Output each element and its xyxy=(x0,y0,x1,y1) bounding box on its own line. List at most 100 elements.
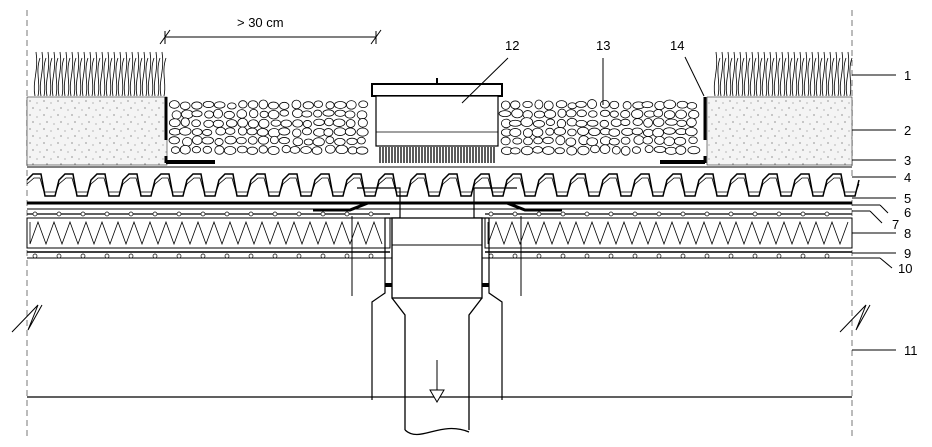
gravel-stone xyxy=(675,109,687,120)
gravel-stone xyxy=(356,136,366,145)
gravel-stone xyxy=(168,136,180,145)
fixing-rivet xyxy=(248,253,254,259)
gravel-stone xyxy=(653,145,667,153)
gravel-stone xyxy=(643,117,653,128)
fixing-rivet xyxy=(584,211,590,217)
grass-blade xyxy=(87,51,95,97)
gravel-stone xyxy=(643,128,654,137)
gravel-stone xyxy=(238,100,248,109)
gravel-stone xyxy=(532,146,543,154)
grass-blade xyxy=(75,51,83,97)
gravel-stone xyxy=(674,136,687,146)
gravel-stone xyxy=(289,146,301,154)
fixing-rivet xyxy=(104,211,110,217)
gravel-stone xyxy=(224,135,237,145)
gravel-stone xyxy=(620,118,631,126)
grass-blade xyxy=(773,51,781,97)
grass-blade xyxy=(57,51,65,97)
gravel-stone xyxy=(522,100,533,109)
gravel-stone xyxy=(687,146,701,155)
fixing-rivet xyxy=(752,253,758,259)
gravel-stone xyxy=(225,119,238,128)
callout-2: 2 xyxy=(904,123,911,138)
gravel-stone xyxy=(686,117,697,128)
gravel-stone xyxy=(665,118,678,126)
fixing-rivet xyxy=(512,253,518,259)
dimension-line xyxy=(159,29,382,45)
gravel-stone xyxy=(267,146,280,155)
gravel-stone xyxy=(246,127,258,136)
gravel-stone xyxy=(237,117,248,128)
grass-blade xyxy=(129,51,137,97)
gravel-stone xyxy=(652,117,665,128)
gravel-stone xyxy=(179,144,191,155)
fixing-rivet xyxy=(632,253,638,259)
gravel-stone xyxy=(509,128,522,137)
gravel-stone xyxy=(663,110,676,119)
fixing-rivet xyxy=(272,253,278,259)
gravel-stone xyxy=(575,100,587,108)
gravel-stone xyxy=(223,110,235,120)
insulation-layer xyxy=(26,217,853,249)
fixing-rivet xyxy=(248,211,254,217)
callout-14: 14 xyxy=(670,38,684,53)
fixing-rivet xyxy=(224,253,230,259)
gravel-stone xyxy=(557,108,567,118)
fixing-rivet xyxy=(560,253,566,259)
gravel-stone xyxy=(565,109,577,118)
gravel-stone xyxy=(247,136,258,145)
fixing-rivet xyxy=(656,211,662,217)
gravel-stone xyxy=(654,101,666,111)
grass-blade xyxy=(51,51,59,97)
gravel-stone xyxy=(641,101,654,109)
gravel-stone xyxy=(534,99,544,110)
callout-13: 13 xyxy=(596,38,610,53)
gravel-strip xyxy=(168,99,701,156)
fixing-rivet xyxy=(488,211,494,217)
grass-blade xyxy=(833,51,841,97)
callout-12: 12 xyxy=(505,38,519,53)
gravel-stone xyxy=(224,127,236,135)
gravel-stone xyxy=(633,135,645,145)
gravel-stone xyxy=(543,109,557,119)
gravel-stone xyxy=(620,145,631,156)
gravel-stone xyxy=(179,127,192,136)
gravel-stone xyxy=(347,146,358,155)
fixing-rivet xyxy=(320,211,326,217)
fixing-rivet xyxy=(704,211,710,217)
grass-blade xyxy=(105,51,113,97)
gravel-stone xyxy=(520,117,534,127)
gravel-stone xyxy=(258,145,268,154)
grass-blade xyxy=(737,51,745,97)
callout-5: 5 xyxy=(904,191,911,206)
gravel-stone xyxy=(500,100,511,110)
fixing-rivet xyxy=(80,253,86,259)
grass-blade xyxy=(719,51,727,97)
gravel-stone xyxy=(192,135,203,145)
fixing-rivet xyxy=(512,211,518,217)
gravel-stone xyxy=(292,108,304,118)
substrate-layer-left xyxy=(26,96,168,166)
gravel-stone xyxy=(236,136,247,145)
membrane-fixings xyxy=(32,211,830,217)
gravel-stone xyxy=(508,119,522,127)
gravel-stone xyxy=(267,109,280,120)
gravel-stone xyxy=(545,118,555,126)
gravel-stone xyxy=(344,110,356,119)
grass-blade xyxy=(33,51,41,97)
drainage-board xyxy=(26,173,860,197)
gravel-stone xyxy=(566,146,578,156)
fixing-rivet xyxy=(200,253,206,259)
gravel-stone xyxy=(642,136,653,145)
gravel-stone xyxy=(168,100,180,109)
grass-blade xyxy=(779,51,787,97)
gravel-stone xyxy=(258,99,269,110)
gravel-stone xyxy=(510,100,521,110)
gravel-stone xyxy=(688,109,700,119)
gravel-stone xyxy=(202,145,212,154)
gravel-stone xyxy=(542,146,555,155)
gravel-stone xyxy=(498,110,512,118)
gravel-stone xyxy=(565,137,577,147)
callout-11: 11 xyxy=(904,343,918,358)
gravel-stone xyxy=(577,126,590,136)
